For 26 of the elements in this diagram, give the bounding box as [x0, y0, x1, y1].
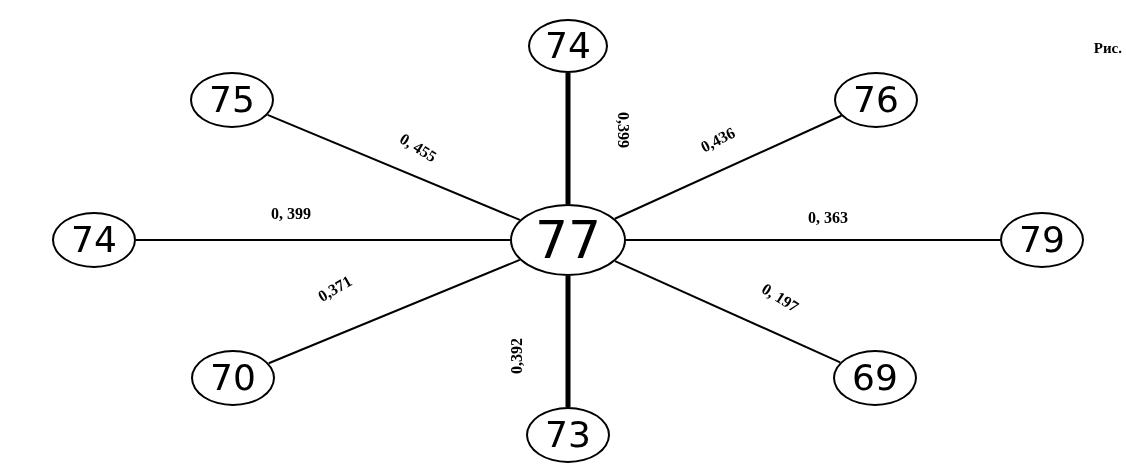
connector-line [565, 276, 571, 407]
ellipse-node [191, 350, 275, 406]
ellipse-node [834, 72, 918, 128]
node-value: 74 [545, 28, 591, 64]
connector-line [565, 73, 571, 204]
figure-caption: Рис. [1093, 40, 1122, 57]
edge-label: 0,371 [314, 272, 356, 306]
node-value: 70 [210, 360, 256, 396]
node-value: 79 [1019, 222, 1065, 258]
edge-label: 0,436 [697, 123, 739, 157]
node-value: 76 [853, 82, 899, 118]
edge-label: 0, 399 [271, 205, 311, 223]
edge-label: 0, 363 [808, 209, 848, 227]
ellipse-node [833, 350, 917, 406]
connector-line [135, 239, 511, 241]
ellipse-node [190, 72, 274, 128]
node-value: 77 [534, 214, 602, 266]
edge-label: 0, 455 [396, 129, 440, 167]
node-value: 69 [852, 360, 898, 396]
node-value: 74 [71, 222, 117, 258]
connector-line [625, 239, 1001, 241]
node-value: 75 [209, 82, 255, 118]
node-value: 73 [545, 417, 591, 453]
edge-label: 0,392 [508, 338, 526, 374]
edge-label: 0,399 [614, 112, 632, 148]
edge-label: 0, 197 [758, 279, 802, 317]
